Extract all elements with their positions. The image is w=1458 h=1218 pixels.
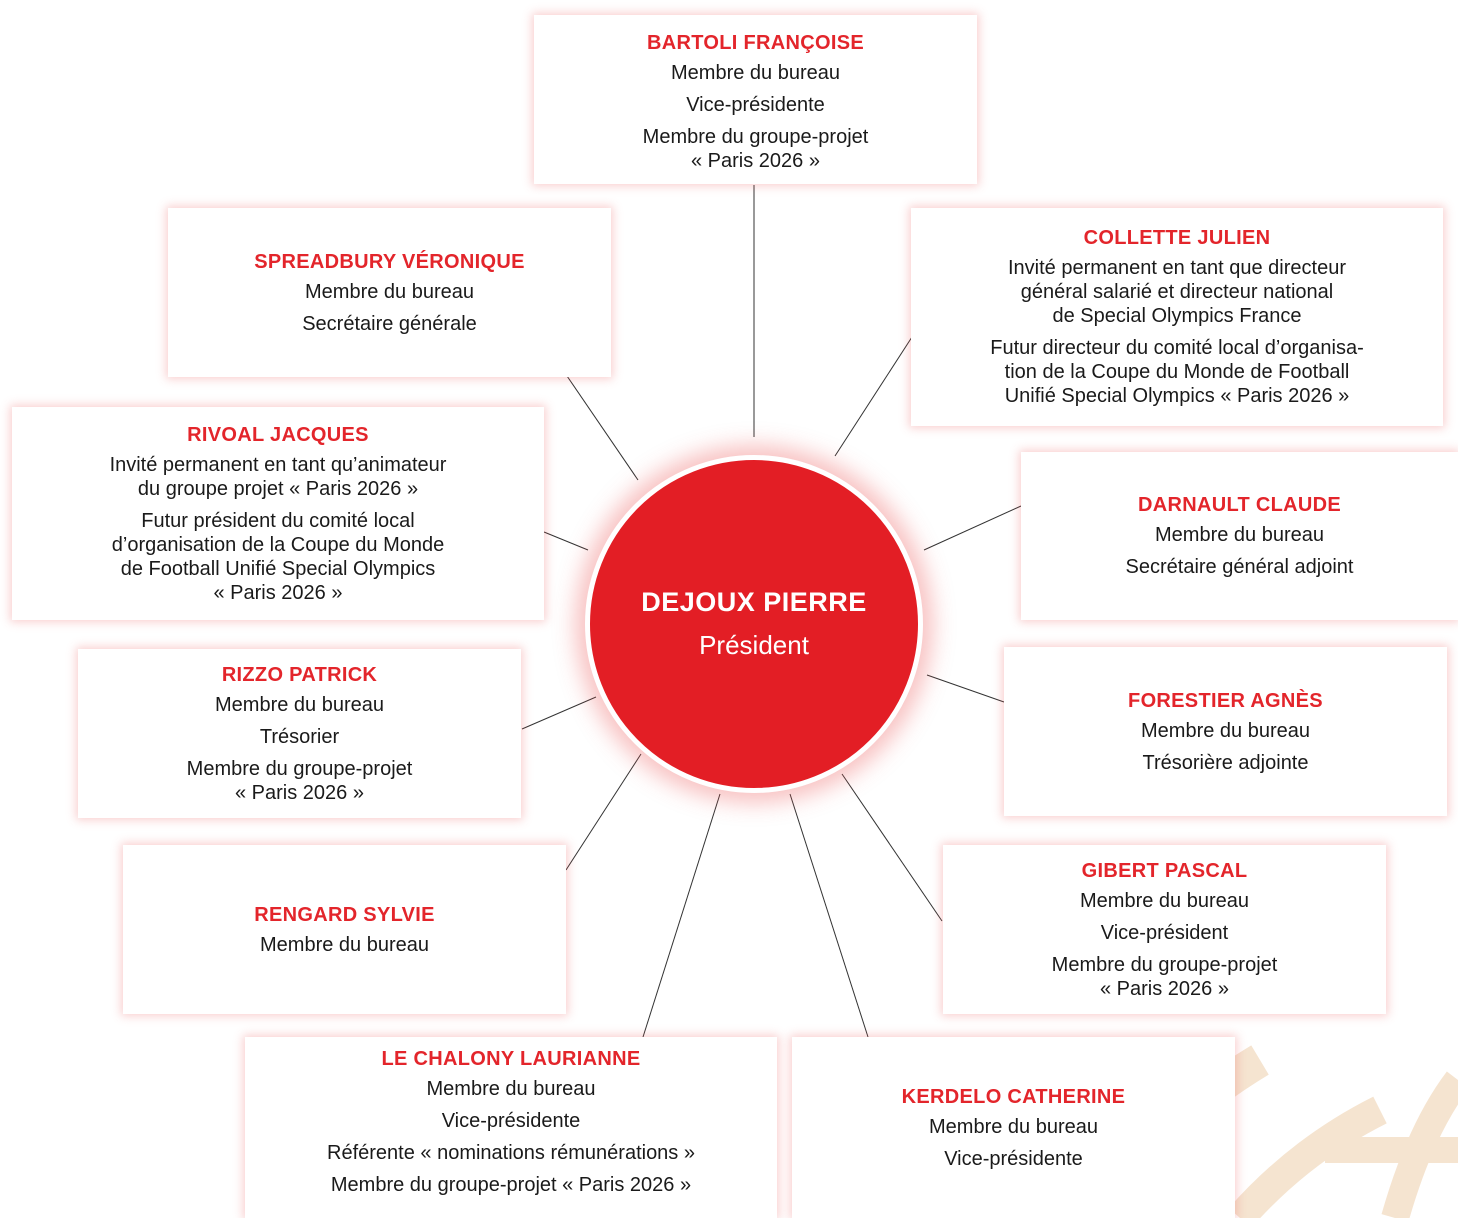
connector-rivoal	[543, 531, 589, 551]
member-card-collette: COLLETTE JULIEN Invité permanent en tant…	[911, 208, 1443, 426]
member-name: DARNAULT CLAUDE	[1138, 494, 1341, 516]
connector-darnault	[923, 505, 1022, 551]
member-role: Vice-présidente	[944, 1148, 1083, 1170]
connector-rizzo	[521, 696, 597, 730]
connector-rengard	[565, 753, 642, 871]
member-name: COLLETTE JULIEN	[1083, 227, 1271, 249]
connector-collette	[834, 336, 913, 457]
member-role: Vice-président	[1100, 921, 1229, 944]
member-card-kerdelo: KERDELO CATHERINE Membre du bureau Vice-…	[792, 1037, 1235, 1218]
member-role: Trésorier	[259, 725, 340, 748]
deco-arc-3	[1381, 1071, 1458, 1218]
member-role: Secrétaire générale	[302, 312, 477, 335]
member-role: Futur président du comité local d’organi…	[111, 509, 445, 604]
member-role: Membre du bureau	[1080, 889, 1249, 912]
member-name: LE CHALONY LAURIANNE	[381, 1048, 641, 1070]
member-name: FORESTIER AGNÈS	[1128, 689, 1323, 712]
member-card-lechalony: LE CHALONY LAURIANNE Membre du bureau Vi…	[245, 1037, 777, 1218]
member-role: Invité permanent en tant qu’animateur du…	[109, 453, 447, 500]
member-card-spreadbury: SPREADBURY VÉRONIQUE Membre du bureau Se…	[168, 208, 611, 377]
president-name: DEJOUX PIERRE	[641, 587, 867, 617]
president-circle: DEJOUX PIERRE Président	[585, 455, 923, 793]
member-role: Invité permanent en tant que directeur g…	[1008, 257, 1346, 327]
member-name: RIZZO PATRICK	[221, 663, 378, 686]
member-name: RIVOAL JACQUES	[187, 423, 369, 446]
member-role: Membre du bureau	[1141, 719, 1310, 742]
connector-lechalony	[642, 793, 721, 1038]
member-role: Membre du bureau	[1155, 524, 1324, 546]
member-name: BARTOLI FRANÇOISE	[647, 31, 864, 54]
member-role: Vice-présidente	[686, 93, 825, 116]
member-role: Membre du groupe-projet « Paris 2026 »	[330, 1174, 692, 1196]
connector-spreadbury	[566, 375, 639, 481]
member-role: Référente « nominations rémunérations »	[327, 1142, 695, 1164]
member-card-rizzo: RIZZO PATRICK Membre du bureau Trésorier…	[78, 649, 521, 818]
member-card-bartoli: BARTOLI FRANÇOISE Membre du bureau Vice-…	[534, 15, 977, 184]
deco-arc-2	[1228, 1096, 1387, 1218]
member-role: Membre du groupe-projet « Paris 2026 »	[1051, 953, 1278, 1000]
member-role: Membre du bureau	[929, 1116, 1098, 1138]
connector-forestier	[926, 674, 1005, 703]
member-role: Vice-présidente	[441, 1110, 581, 1132]
connector-kerdelo	[789, 793, 869, 1038]
member-role: Membre du groupe-projet « Paris 2026 »	[642, 125, 869, 172]
member-name: GIBERT PASCAL	[1081, 859, 1248, 882]
member-card-darnault: DARNAULT CLAUDE Membre du bureau Secréta…	[1021, 452, 1458, 620]
member-role: Futur directeur du comité local d’organi…	[990, 337, 1364, 407]
member-role: Membre du bureau	[215, 693, 384, 716]
member-card-rengard: RENGARD SYLVIE Membre du bureau	[123, 845, 566, 1014]
member-name: KERDELO CATHERINE	[901, 1086, 1126, 1108]
member-name: RENGARD SYLVIE	[254, 903, 435, 926]
member-role: Membre du bureau	[260, 933, 429, 956]
member-role: Secrétaire général adjoint	[1125, 556, 1354, 578]
connector-gibert	[841, 773, 943, 922]
member-role: Membre du groupe-projet « Paris 2026 »	[186, 757, 413, 804]
member-role: Membre du bureau	[305, 280, 474, 303]
member-card-rivoal: RIVOAL JACQUES Invité permanent en tant …	[12, 407, 544, 620]
member-role: Membre du bureau	[671, 61, 840, 84]
member-role: Membre du bureau	[426, 1078, 596, 1100]
president-role: Président	[699, 630, 809, 660]
member-role: Trésorière adjointe	[1142, 751, 1309, 774]
member-card-forestier: FORESTIER AGNÈS Membre du bureau Trésori…	[1004, 647, 1447, 816]
member-card-gibert: GIBERT PASCAL Membre du bureau Vice-prés…	[943, 845, 1386, 1014]
member-name: SPREADBURY VÉRONIQUE	[254, 250, 525, 273]
